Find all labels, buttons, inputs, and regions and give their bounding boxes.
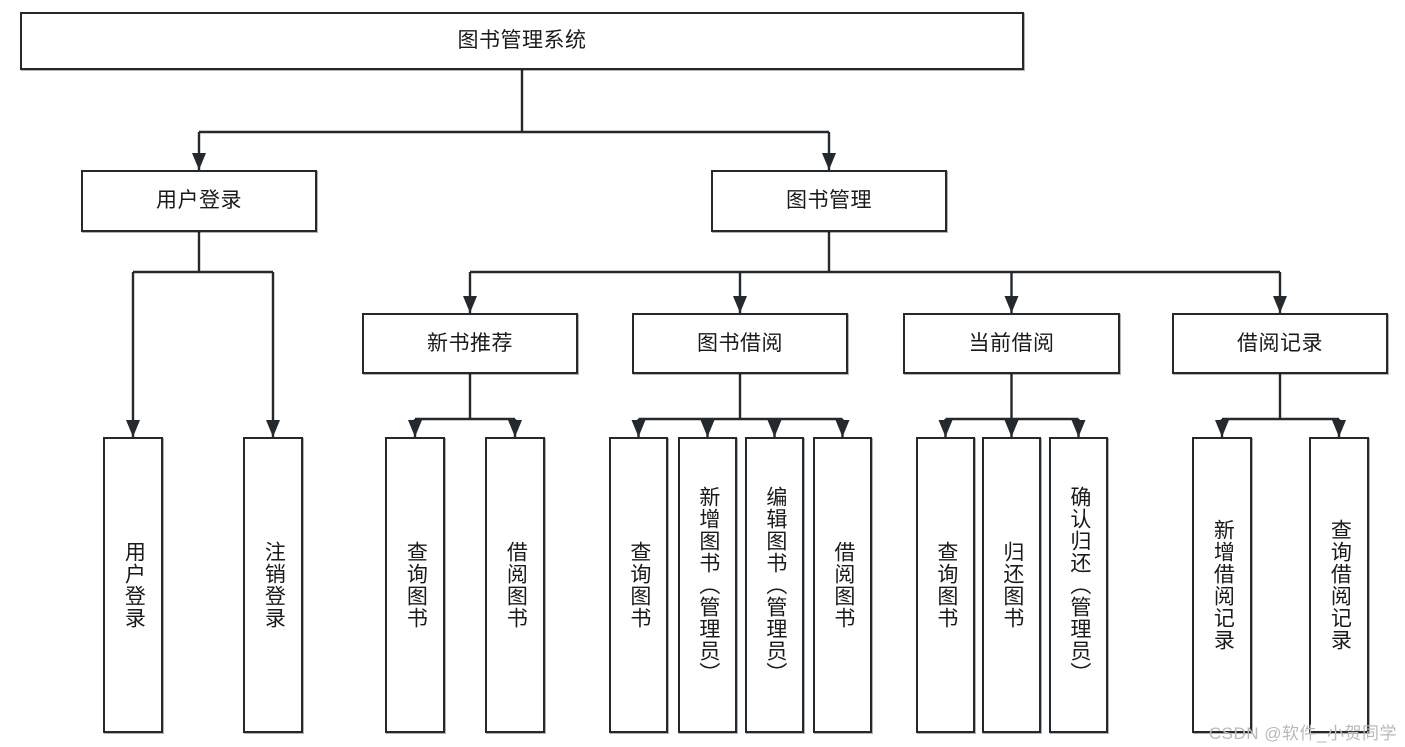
node-box-root: 图书管理系统 — [20, 12, 1024, 70]
node-box-b1: 查询图书 — [609, 437, 668, 733]
node-box-borrow: 图书借阅 — [632, 313, 848, 374]
node-label-l2: 注销登录 — [262, 541, 286, 629]
node-box-record: 借阅记录 — [1172, 313, 1388, 374]
node-box-c1: 查询图书 — [916, 437, 975, 733]
node-box-newbook: 新书推荐 — [362, 313, 578, 374]
node-box-b2: 新增图书（管理员） — [678, 437, 737, 733]
node-label-record: 借阅记录 — [1237, 331, 1323, 355]
node-label-c2: 归还图书 — [1000, 541, 1024, 629]
node-box-r1: 新增借阅记录 — [1192, 437, 1252, 733]
node-box-b4: 借阅图书 — [813, 437, 872, 733]
watermark-label: CSDN @软件_小贺同学 — [1208, 724, 1397, 743]
node-label-borrow: 图书借阅 — [697, 331, 783, 355]
node-label-login: 用户登录 — [156, 189, 242, 213]
connector-arrow-borrow — [733, 296, 747, 313]
connector-arrow-newbook — [463, 296, 477, 313]
connector-arrow-b3 — [767, 420, 782, 437]
connector-arrow-r1 — [1215, 420, 1229, 437]
node-box-bookmgmt: 图书管理 — [711, 170, 947, 232]
node-label-b3: 编辑图书（管理员） — [763, 486, 787, 684]
node-label-c3: 确认归还（管理员） — [1067, 486, 1091, 684]
node-label-b1: 查询图书 — [627, 541, 651, 629]
connector-arrow-c1 — [938, 420, 953, 437]
node-label-r1: 新增借阅记录 — [1211, 519, 1235, 651]
connector-arrow-r2 — [1332, 420, 1346, 437]
node-label-r2: 查询借阅记录 — [1328, 519, 1352, 651]
node-box-current: 当前借阅 — [903, 313, 1120, 374]
connector-arrow-n2 — [508, 420, 522, 437]
node-label-b2: 新增图书（管理员） — [696, 486, 720, 684]
node-label-newbook: 新书推荐 — [427, 331, 513, 355]
node-box-c2: 归还图书 — [982, 437, 1041, 733]
connector-arrow-record — [1273, 296, 1287, 313]
node-label-l1: 用户登录 — [122, 541, 146, 629]
node-label-c1: 查询图书 — [934, 541, 958, 629]
node-box-login: 用户登录 — [81, 170, 317, 232]
node-label-current: 当前借阅 — [968, 331, 1055, 355]
node-box-n2: 借阅图书 — [485, 437, 545, 733]
node-label-b4: 借阅图书 — [831, 541, 855, 629]
node-box-l1: 用户登录 — [103, 437, 163, 733]
connector-arrow-c2 — [1004, 420, 1019, 437]
node-box-r2: 查询借阅记录 — [1309, 437, 1369, 733]
node-box-l2: 注销登录 — [243, 437, 303, 733]
node-label-root: 图书管理系统 — [457, 29, 587, 53]
connector-arrow-c3 — [1071, 420, 1086, 437]
node-label-bookmgmt: 图书管理 — [786, 189, 872, 213]
connector-arrow-b4 — [835, 420, 850, 437]
node-box-b3: 编辑图书（管理员） — [745, 437, 804, 733]
connector-arrow-current — [1004, 296, 1019, 313]
connector-arrow-bookmgmt — [822, 153, 836, 170]
connector-arrow-n1 — [408, 420, 422, 437]
connector-arrow-b1 — [631, 420, 646, 437]
connector-arrow-l2 — [266, 420, 280, 437]
node-label-n1: 查询图书 — [404, 541, 428, 629]
connector-arrow-l1 — [126, 420, 140, 437]
node-box-c3: 确认归还（管理员） — [1049, 437, 1108, 733]
node-box-n1: 查询图书 — [385, 437, 445, 733]
connector-arrow-login — [192, 153, 206, 170]
connector-arrow-b2 — [700, 420, 715, 437]
node-label-n2: 借阅图书 — [504, 541, 528, 629]
